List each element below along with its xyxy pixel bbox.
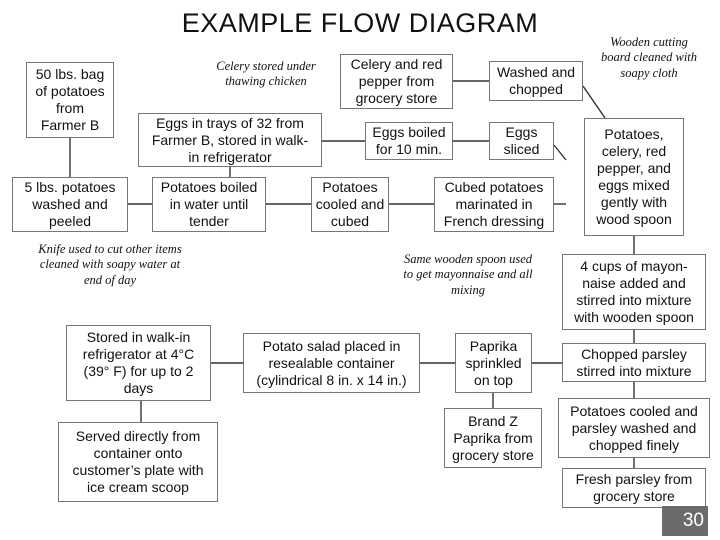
node-mixed-gently: Potatoes, celery, red pepper, and eggs m… <box>584 118 684 236</box>
node-eggs-boiled: Eggs boiled for 10 min. <box>365 122 453 160</box>
node-potatoes-boiled: Potatoes boiled in water until tender <box>152 177 266 232</box>
node-potatoes-cooled: Potatoes cooled and cubed <box>311 177 389 232</box>
note-celery-stored: Celery stored under thawing chicken <box>216 58 316 89</box>
node-potatoes-bag: 50 lbs. bag of potatoes from Farmer B <box>26 62 114 138</box>
page-number: 30 <box>662 506 708 536</box>
node-chopped-parsley: Chopped parsley stirred into mixture <box>562 343 706 382</box>
node-mayonnaise: 4 cups of mayon- naise added and stirred… <box>562 254 706 330</box>
node-stored-walkin: Stored in walk-in refrigerator at 4°C (3… <box>66 325 211 401</box>
node-cubed-marinated: Cubed potatoes marinated in French dress… <box>434 177 554 232</box>
node-brand-paprika: Brand Z Paprika from grocery store <box>444 408 542 468</box>
note-cutting-board: Wooden cutting board cleaned with soapy … <box>600 34 698 80</box>
node-celery-pepper: Celery and red pepper from grocery store <box>340 54 453 109</box>
node-parsley-cooled: Potatoes cooled and parsley washed and c… <box>558 398 710 458</box>
node-potatoes-washed: 5 lbs. potatoes washed and peeled <box>12 177 128 232</box>
node-salad-container: Potato salad placed in resealable contai… <box>243 333 420 393</box>
node-served: Served directly from container onto cust… <box>58 422 218 502</box>
node-washed-chopped: Washed and chopped <box>489 61 583 101</box>
node-fresh-parsley: Fresh parsley from grocery store <box>562 468 706 508</box>
node-eggs-sliced: Eggs sliced <box>489 122 554 160</box>
connector <box>582 85 606 119</box>
node-eggs-trays: Eggs in trays of 32 from Farmer B, store… <box>138 113 322 167</box>
node-paprika-sprinkled: Paprika sprinkled on top <box>455 333 532 393</box>
note-knife-used: Knife used to cut other items cleaned wi… <box>38 241 182 287</box>
diagram-title: EXAMPLE FLOW DIAGRAM <box>181 8 539 38</box>
connector <box>553 144 567 161</box>
note-same-spoon: Same wooden spoon used to get mayonnaise… <box>403 251 533 297</box>
